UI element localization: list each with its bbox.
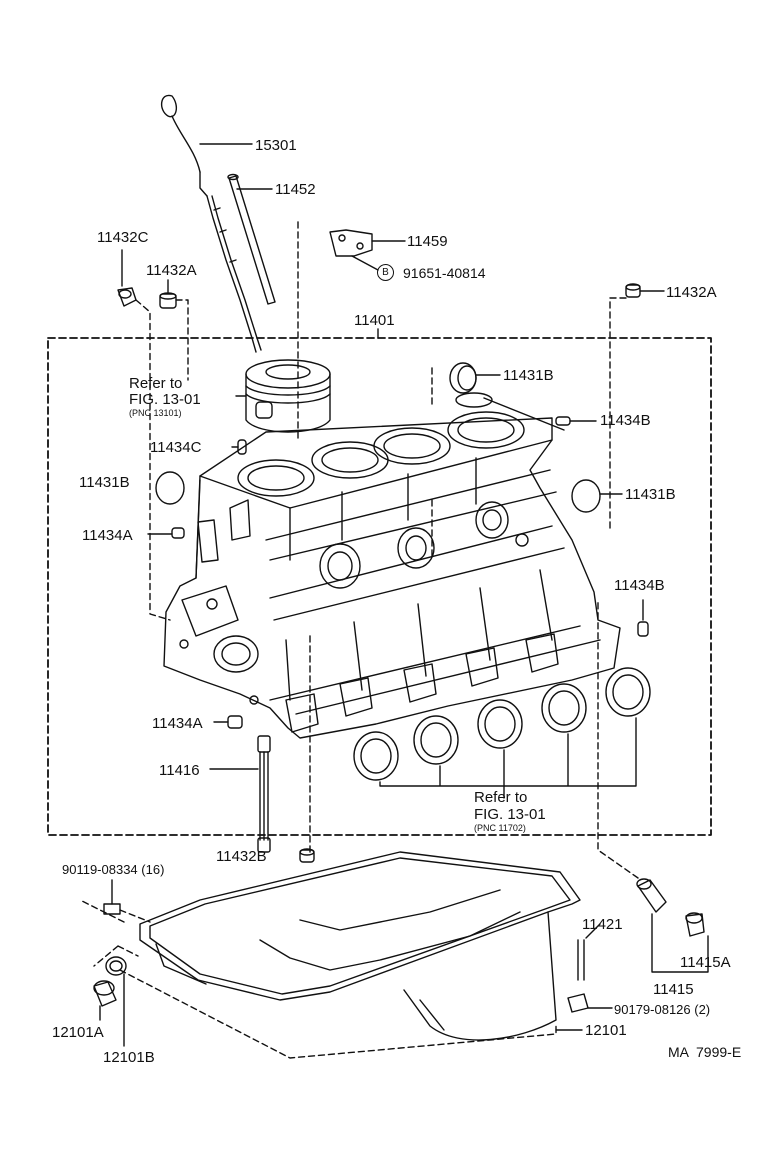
plug-11432A-right (625, 283, 641, 298)
figure-id: MA 7999-E (668, 1044, 742, 1060)
label-piston-pnc: (PNC 13101) (129, 408, 182, 418)
label-11434B-right: 11434B (614, 577, 665, 594)
label-bearing-pnc: (PNC 11702) (474, 823, 526, 833)
label-11432B: 11432B (216, 848, 267, 865)
plug-11432A-left (159, 292, 177, 309)
label-piston-fig: FIG. 13-01 (129, 391, 201, 408)
bolt-90119-path (119, 909, 151, 923)
plug-11431B-top (449, 362, 477, 394)
bolt-90119 (103, 879, 121, 915)
engine-block (163, 392, 621, 739)
block-assembly-frame (47, 337, 712, 836)
label-11415A: 11415A (680, 954, 731, 971)
label-15301: 15301 (255, 137, 297, 154)
pin-11434B-top (555, 416, 571, 426)
pin-11434A-upper (171, 527, 185, 539)
plug-11415 (636, 878, 667, 913)
pin-11434C (237, 439, 247, 455)
leader-91651 (351, 255, 379, 271)
plug-11415A (685, 912, 705, 937)
label-11416: 11416 (159, 762, 200, 779)
label-91651-40814: 91651-40814 (403, 265, 486, 281)
label-12101: 12101 (585, 1022, 627, 1039)
plug-11415-path (597, 599, 639, 879)
plug-11432C (117, 287, 137, 307)
label-bearing-fig: FIG. 13-01 (474, 806, 546, 823)
label-11434A-upper: 11434A (82, 527, 133, 544)
label-12101A: 12101A (52, 1024, 104, 1041)
oil-pan (139, 851, 581, 1041)
bolt-marker-icon: B (377, 264, 394, 281)
bracket-11459 (329, 229, 373, 257)
piston (245, 359, 331, 433)
label-11459: 11459 (407, 233, 448, 250)
label-11432C: 11432C (97, 229, 149, 246)
stud-11416 (257, 735, 271, 853)
label-12101B: 12101B (103, 1049, 155, 1066)
label-90179-08126: 90179-08126 (2) (614, 1002, 711, 1017)
label-11401: 11401 (354, 312, 395, 329)
nut-90179 (567, 993, 589, 1013)
plug-11431B-right (571, 479, 601, 513)
leader-11421 (585, 923, 601, 939)
label-11431B-left: 11431B (79, 474, 130, 491)
label-11415: 11415 (653, 981, 694, 998)
label-90119-08334: 90119-08334 (16) (62, 862, 165, 877)
plug-11432A-left-path (175, 299, 189, 381)
pin-11434B-right (637, 621, 649, 637)
stud-11421 (577, 939, 585, 981)
label-11431B-right: 11431B (625, 486, 676, 503)
label-11431B-top: 11431B (503, 367, 554, 384)
label-piston-refer: Refer to (129, 375, 183, 392)
plug-11432A-right-path (609, 297, 627, 531)
label-11432A-left: 11432A (146, 262, 197, 279)
plug-11431B-left (155, 471, 185, 505)
pin-11434A-lower (227, 715, 243, 729)
label-11452: 11452 (275, 181, 316, 198)
drain-plug-12101A (93, 980, 117, 1007)
dipstick-guide (227, 173, 276, 305)
leader-bearings (379, 717, 637, 799)
label-11434A-lower: 11434A (152, 715, 203, 732)
label-11434C: 11434C (150, 439, 202, 456)
dipstick (161, 94, 262, 353)
gasket-12101B (105, 956, 127, 976)
oil-pan-frame (79, 899, 557, 1059)
plug-11432B (299, 848, 315, 863)
label-bearing-refer: Refer to (474, 789, 528, 806)
label-11434B-top: 11434B (600, 412, 651, 429)
label-11432A-right: 11432A (666, 284, 717, 301)
plug-11432C-path (135, 299, 171, 621)
leader-11415 (651, 913, 709, 973)
main-bearings (353, 667, 651, 781)
label-11421: 11421 (582, 916, 623, 933)
